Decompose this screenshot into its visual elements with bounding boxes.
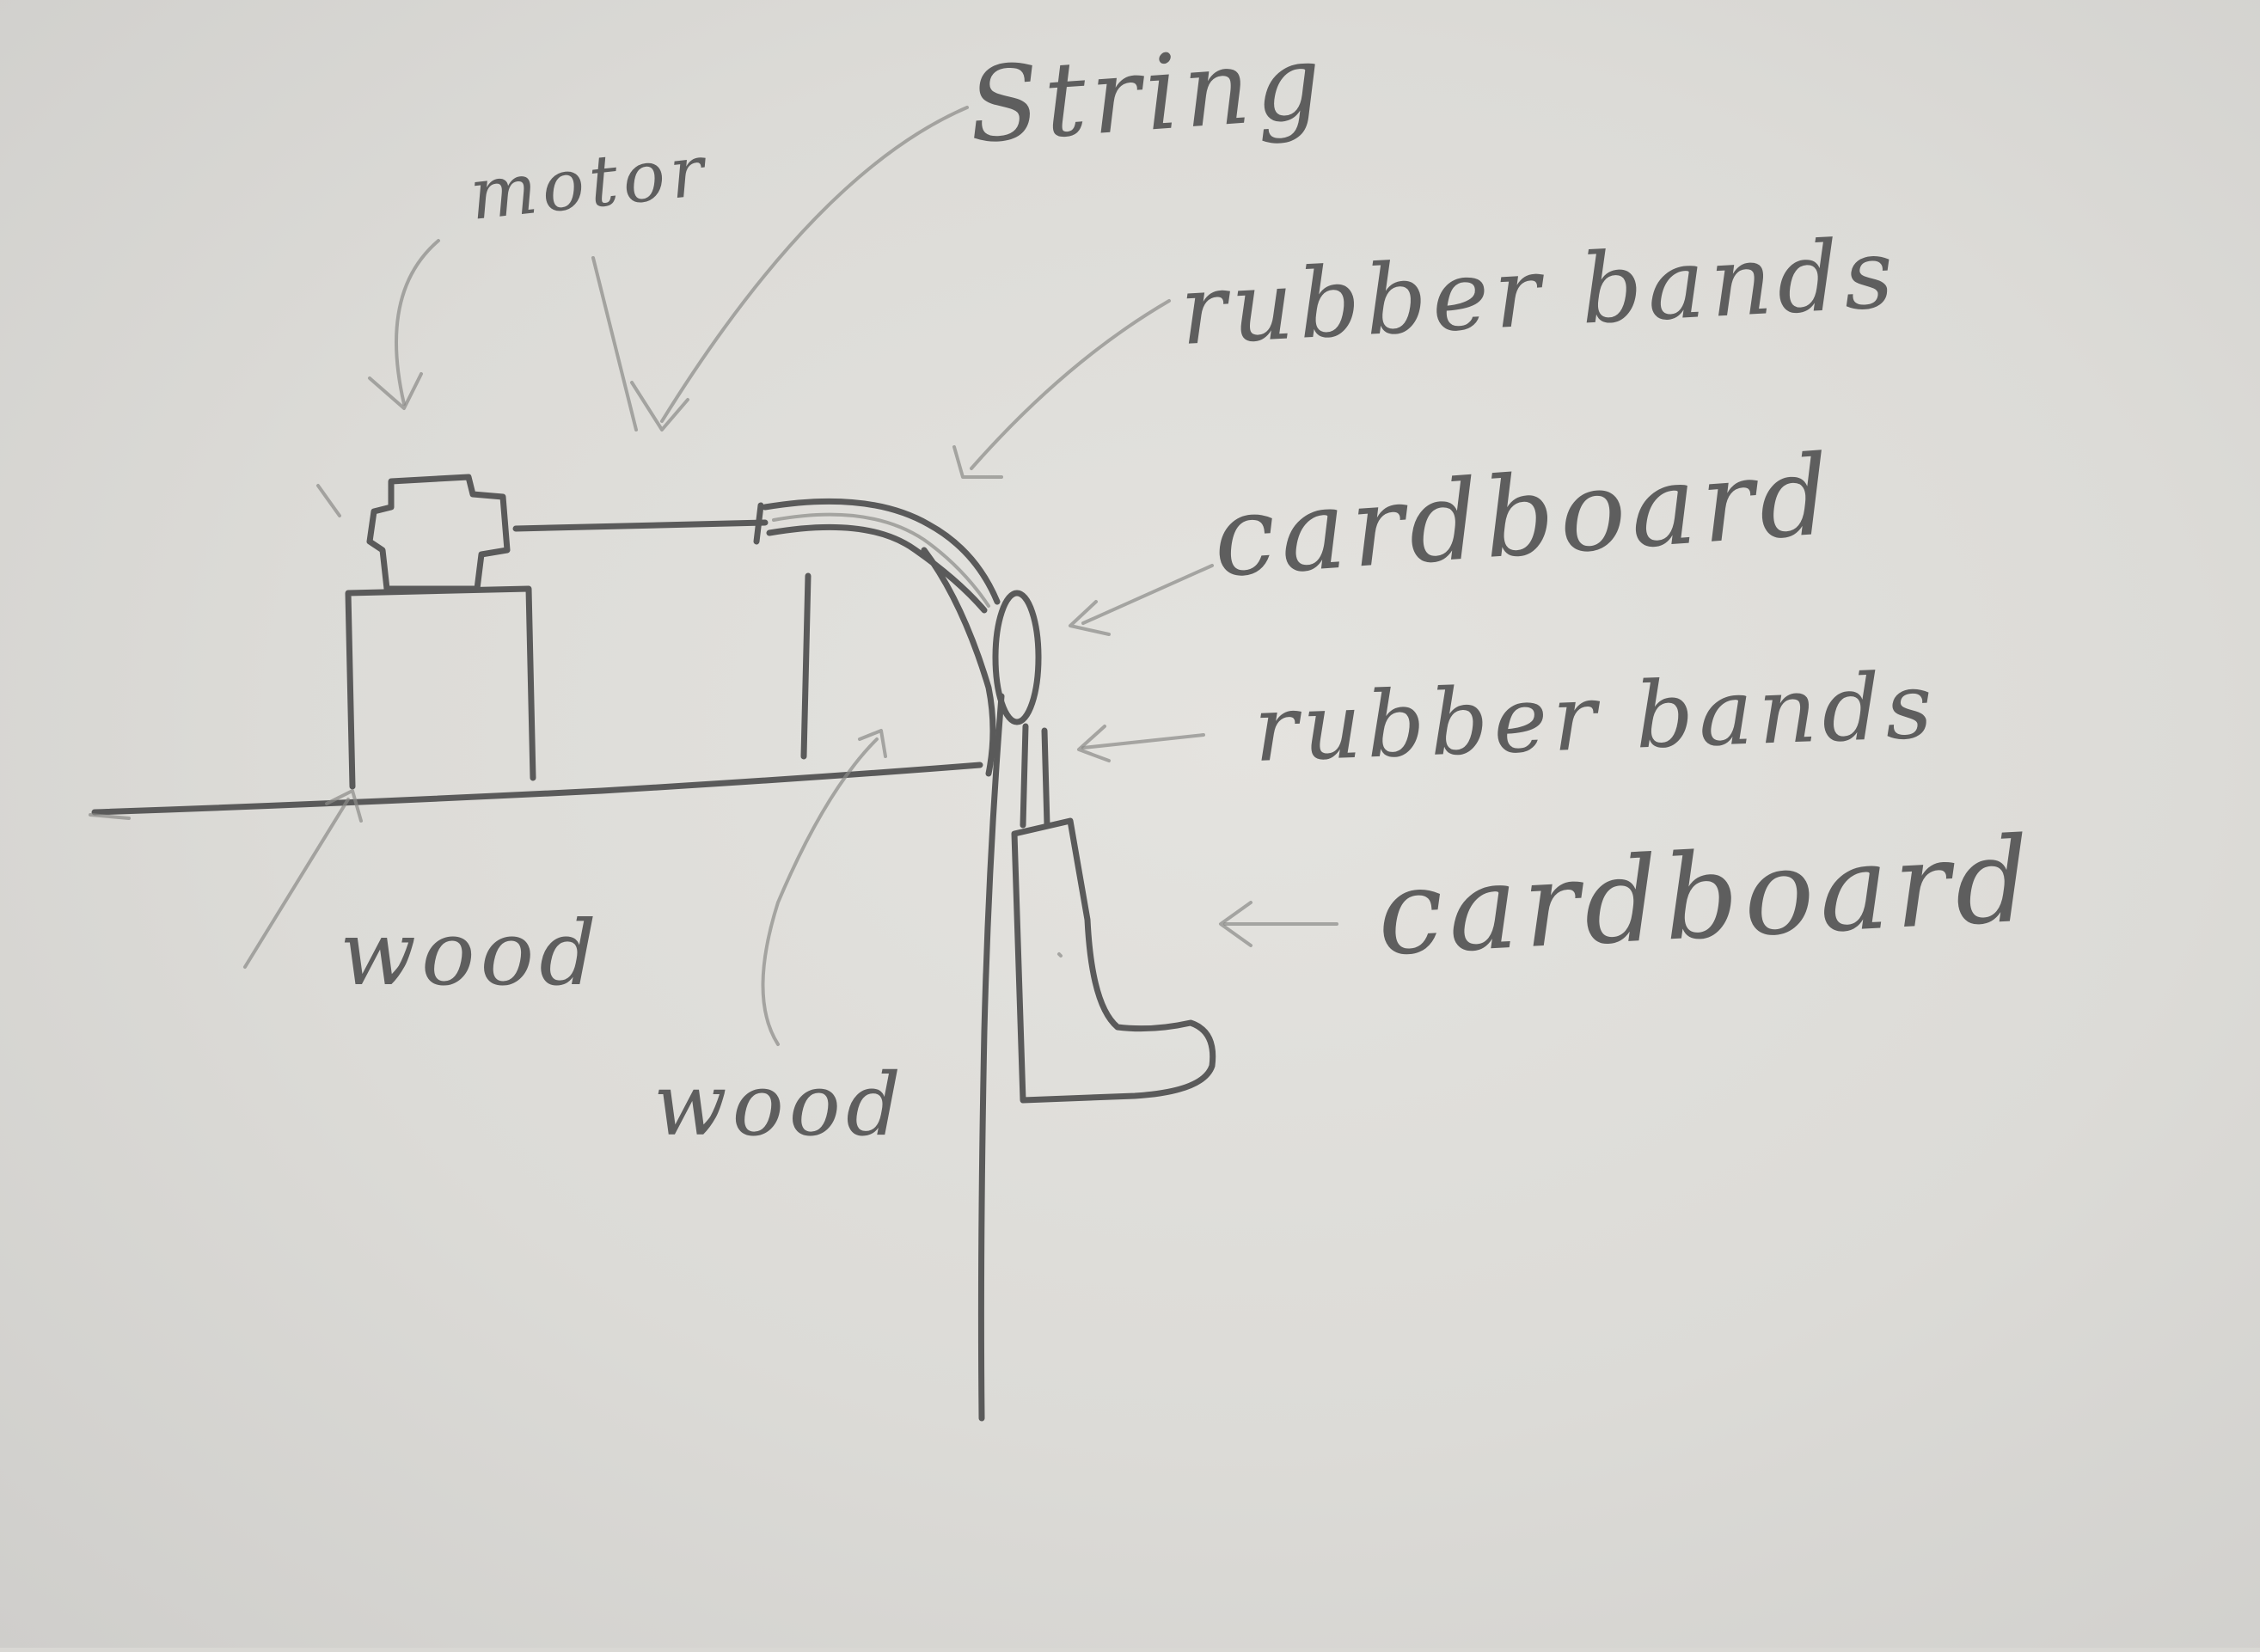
string-label: String — [965, 22, 1330, 167]
motor-icon — [316, 474, 511, 592]
wood-base-line — [91, 762, 983, 816]
motor-arrow-icon — [368, 239, 440, 410]
cardboard-boot — [1011, 817, 1216, 1104]
rubber-bands-top-arrow-icon — [952, 299, 1171, 479]
wood-base-line-shadow — [89, 813, 131, 820]
wood-post — [800, 572, 812, 760]
motor-label: motor — [466, 130, 713, 236]
cardboard-guide — [753, 498, 1001, 777]
rubber-bands-top-label: rubber bands — [1178, 217, 1902, 367]
string-arrow-icon — [591, 106, 969, 431]
hanging-string — [977, 693, 1005, 1422]
rubber-band-oval — [992, 590, 1042, 725]
wood-left-label: wood — [340, 901, 602, 1006]
wood-left-arrow-icon — [243, 789, 363, 969]
wood-center-label: wood — [653, 1055, 906, 1155]
cardboard-top-label: cardboard — [1210, 431, 1839, 603]
string-line — [512, 519, 769, 532]
cardboard-bottom-arrow-icon — [1219, 901, 1338, 947]
cardboard-top-arrow-icon — [1069, 564, 1214, 636]
rubber-band-strip — [1020, 723, 1050, 829]
cardboard-bottom-label: cardboard — [1374, 812, 2038, 982]
rubber-bands-bottom-label: rubber bands — [1252, 652, 1939, 782]
rubber-bands-bottom-arrow-icon — [1077, 725, 1205, 762]
wood-center-arrow-icon — [761, 729, 887, 1046]
wood-block — [345, 585, 536, 790]
